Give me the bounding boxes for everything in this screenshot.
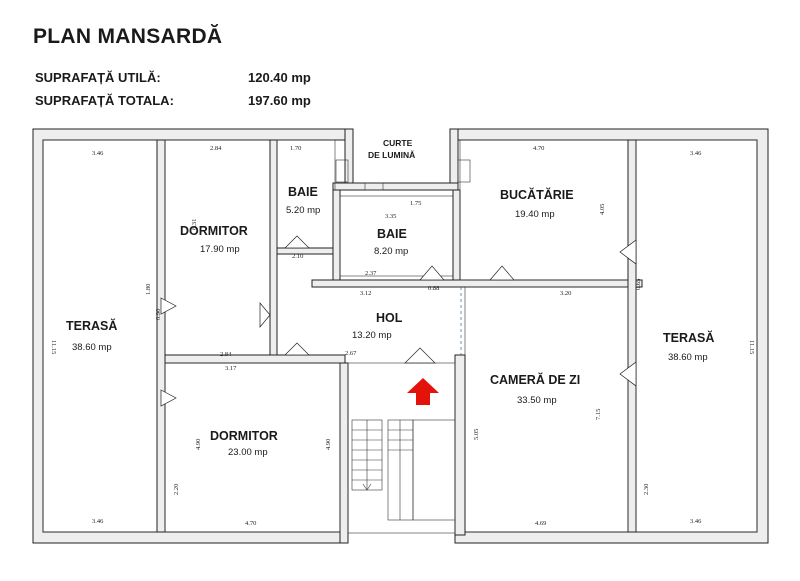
dim-label: 6.31 <box>191 219 198 230</box>
dormitor-top-name: DORMITOR <box>180 224 248 238</box>
baie-mid-area: 8.20 mp <box>374 246 408 257</box>
door-baie-small <box>284 235 310 249</box>
wall-stair-left <box>339 362 349 544</box>
dim-label: 4.70 <box>245 520 256 527</box>
terasa-left-area: 38.60 mp <box>72 342 112 353</box>
dim-label: 7.15 <box>595 409 602 420</box>
bucatarie-name: BUCĂTĂRIE <box>500 187 574 202</box>
door-camera-terasa <box>619 361 637 387</box>
dim-label: 3.46 <box>92 150 104 157</box>
dormitor-bot-outline <box>164 362 341 533</box>
door-dormitor-top <box>259 302 271 328</box>
dim-label: 3.46 <box>92 518 104 525</box>
dim-label: 1.70 <box>290 145 301 152</box>
dim-label: 4.90 <box>325 439 332 450</box>
dim-label: 3.20 <box>560 290 571 297</box>
dim-label: 2.84 <box>220 351 232 358</box>
wall-baie-mid-right <box>452 189 461 287</box>
court-wall-right <box>449 128 459 185</box>
page-title: PLAN MANSARDĂ <box>33 25 223 48</box>
court-line1: CURTE <box>383 138 413 148</box>
wall-baie-small-bottom <box>276 247 336 255</box>
dormitor-bot-area: 23.00 mp <box>228 447 268 458</box>
dim-label: 3.12 <box>360 290 371 297</box>
door-hol-stair <box>404 347 436 364</box>
dim-label: 3.35 <box>385 213 396 220</box>
dim-label: 2.37 <box>365 270 377 277</box>
wall-baie-mid-left <box>332 189 341 287</box>
door-baie-mid <box>419 265 445 281</box>
total-area-value: 197.60 mp <box>248 93 311 108</box>
dim-label: 2.84 <box>210 145 222 152</box>
wall-dormitor-right <box>269 139 278 356</box>
dim-label: 3.17 <box>225 365 237 372</box>
door-dormitor-bot <box>284 342 310 356</box>
dim-label: 0.65 <box>635 279 642 290</box>
staircase <box>351 419 456 521</box>
terasa-right-name: TERASĂ <box>663 330 714 345</box>
dim-label: 2.30 <box>643 484 650 495</box>
wall-stair-right <box>454 354 466 536</box>
baie-mid-name: BAIE <box>377 227 407 241</box>
total-area-label: SUPRAFAȚĂ TOTALA: <box>35 93 174 108</box>
hol-area: 13.20 mp <box>352 330 392 341</box>
dim-label: 3.46 <box>690 150 702 157</box>
wall-terasa-right <box>627 139 637 533</box>
dim-label: 11.15 <box>748 340 755 354</box>
wall-terasa-left <box>156 139 166 533</box>
court-wall-left <box>344 128 354 185</box>
dim-label: 1.80 <box>145 284 152 295</box>
wall-dormitor-bot-top <box>164 354 346 364</box>
stair-outline <box>347 362 456 534</box>
door-bucatarie <box>489 265 515 281</box>
dim-label: 4.05 <box>599 204 606 215</box>
dim-label: 3.46 <box>690 518 702 525</box>
dim-label: 1.75 <box>410 200 421 207</box>
wall-hol-top <box>311 279 643 288</box>
camera-name: CAMERĂ DE ZI <box>490 372 580 387</box>
terasa-right-outline <box>635 139 758 533</box>
entry-arrow <box>407 378 439 405</box>
dormitor-bot-name: DORMITOR <box>210 429 278 443</box>
court-window-right <box>457 159 471 183</box>
dim-label: 2.20 <box>173 484 180 495</box>
dim-label: 4.90 <box>195 439 202 450</box>
bucatarie-area: 19.40 mp <box>515 209 555 220</box>
dim-label: 11.15 <box>50 340 57 354</box>
court-window-left <box>335 159 349 183</box>
useful-area-value: 120.40 mp <box>248 70 311 85</box>
door-terasa-left-top <box>160 297 177 315</box>
dim-label: 2.67 <box>345 350 357 357</box>
dim-label: 0.88 <box>428 285 439 292</box>
dim-label: 4.70 <box>533 145 544 152</box>
hol-name: HOL <box>376 311 403 325</box>
dim-label: 2.10 <box>292 253 303 260</box>
useful-area-label: SUPRAFAȚĂ UTILĂ: <box>35 70 161 85</box>
camera-outline <box>464 286 629 533</box>
terasa-left-name: TERASĂ <box>66 318 117 333</box>
baie-small-area: 5.20 mp <box>286 205 320 216</box>
court-line2: DE LUMINĂ <box>368 150 415 160</box>
dormitor-top-area: 17.90 mp <box>200 244 240 255</box>
dim-label: 4.69 <box>535 520 546 527</box>
court-window-mid <box>364 182 384 191</box>
door-terasa-left-bot <box>160 389 177 407</box>
dim-label: 5.05 <box>473 429 480 440</box>
terasa-right-area: 38.60 mp <box>668 352 708 363</box>
terasa-left-outline <box>42 139 162 533</box>
court-wall-bottom <box>332 182 459 191</box>
camera-area: 33.50 mp <box>517 395 557 406</box>
door-terasa-right <box>619 239 637 265</box>
dim-label: 0.90 <box>155 309 162 320</box>
outer-wall-right <box>449 128 769 544</box>
baie-small-name: BAIE <box>288 185 318 199</box>
